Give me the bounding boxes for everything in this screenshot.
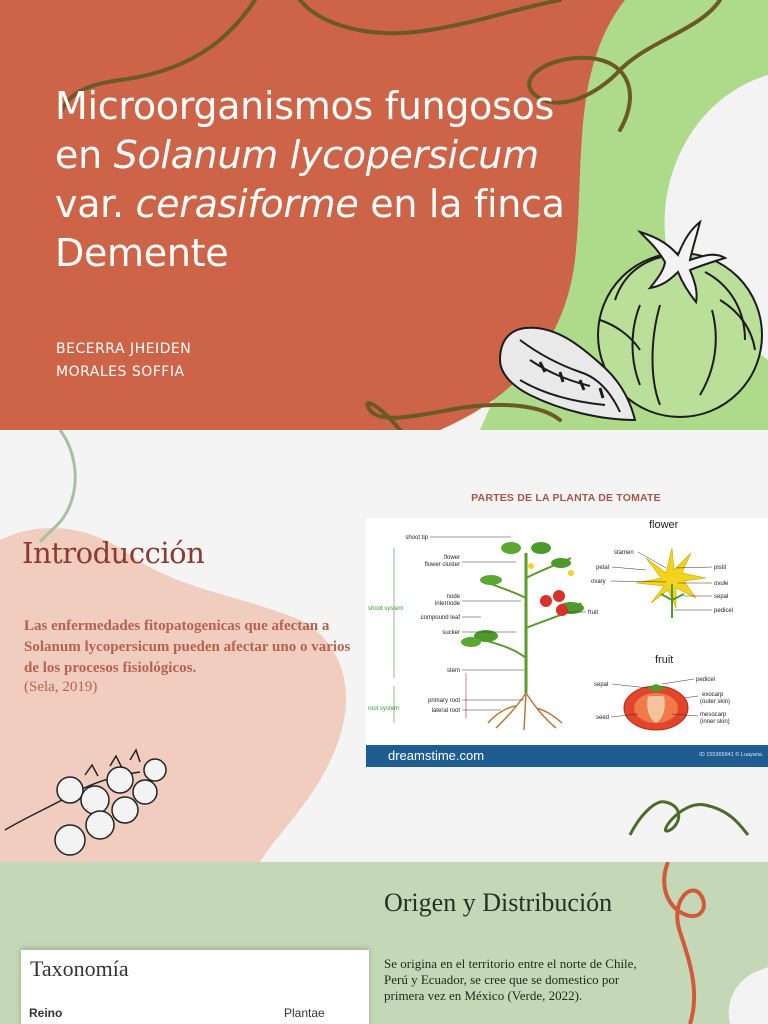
label-shoot-system: shoot system bbox=[368, 606, 403, 612]
label-inner-skin: (inner skin) bbox=[700, 719, 730, 725]
fruit-drawing bbox=[623, 684, 689, 731]
label-fruit-sepal: sepal bbox=[594, 682, 608, 688]
author-name: BECERRA JHEIDEN bbox=[56, 341, 192, 357]
label-shoot-tip: shoot tip bbox=[405, 535, 428, 541]
taxonomy-value: Plantae bbox=[284, 1006, 325, 1020]
title-italic-species: Solanum lycopersicum bbox=[113, 133, 539, 177]
introduction-citation: (Sela, 2019) bbox=[24, 679, 98, 695]
tomato-sketch-icon bbox=[498, 219, 763, 422]
label-flower-cluster: flower cluster bbox=[425, 562, 460, 568]
label-pistil: pistil bbox=[714, 565, 726, 571]
taxonomy-key: Reino bbox=[29, 1006, 63, 1020]
label-compound-leaf: compound leaf bbox=[421, 615, 461, 621]
cherry-tomato-sketch-icon bbox=[4, 748, 167, 856]
author-name: MORALES SOFFIA bbox=[56, 364, 185, 380]
label-mesocarp: mesocarp bbox=[700, 712, 727, 718]
watermark-logo: dreamstime.com bbox=[388, 748, 485, 763]
label-ovary: ovary bbox=[591, 579, 606, 585]
flower-title: flower bbox=[649, 519, 679, 531]
introduction-slide: Introducción Las enfermedades fitopatoge… bbox=[0, 430, 768, 862]
pink-blob bbox=[0, 528, 347, 862]
tomato-plant-diagram: shoot tip flower flower cluster node int… bbox=[366, 518, 768, 767]
image-id: ID 155365841 © Luayana bbox=[699, 752, 762, 758]
orange-squiggle bbox=[662, 862, 706, 1024]
label-exocarp: exocarp bbox=[702, 692, 724, 698]
label-seed: seed bbox=[596, 715, 609, 721]
title-italic-variety: cerasiforme bbox=[135, 182, 359, 226]
squiggle-line-bottom bbox=[365, 400, 562, 430]
origin-slide: Origen y Distribución Se origina en el t… bbox=[0, 862, 768, 1024]
origin-heading: Origen y Distribución bbox=[384, 888, 613, 917]
label-root-system: root system bbox=[368, 706, 399, 712]
taxonomy-card: Taxonomía Reino Plantae bbox=[21, 950, 369, 1024]
title-background bbox=[0, 0, 768, 430]
label-fruit-pedicel: pedicel bbox=[696, 677, 715, 683]
introduction-background bbox=[0, 430, 750, 862]
orange-blob bbox=[0, 0, 625, 430]
label-stamen: stamen bbox=[614, 550, 634, 556]
label-outer-skin: (outer skin) bbox=[700, 699, 730, 705]
label-stem: stem bbox=[447, 668, 460, 674]
origin-background bbox=[662, 862, 768, 1024]
label-sepal: sepal bbox=[714, 594, 728, 600]
label-flower: flower bbox=[444, 555, 460, 561]
fruit-title: fruit bbox=[655, 654, 673, 666]
taxonomy-heading: Taxonomía bbox=[30, 956, 129, 981]
label-internode: internode bbox=[435, 601, 461, 607]
label-petal: petal bbox=[596, 565, 609, 571]
dark-green-squiggle bbox=[628, 800, 750, 836]
page-title: Microorganismos fungosos en Solanum lyco… bbox=[55, 82, 575, 278]
title-slide: Microorganismos fungosos en Solanum lyco… bbox=[0, 0, 768, 430]
white-shape bbox=[728, 967, 768, 1024]
flower-drawing bbox=[635, 547, 707, 618]
watermark-bar: dreamstime.com ID 155365841 © Luayana bbox=[366, 745, 768, 767]
plant-diagram-svg: shoot tip flower flower cluster node int… bbox=[368, 519, 733, 731]
green-thin-line bbox=[38, 430, 77, 543]
label-pedicel: pedicel bbox=[714, 608, 733, 614]
plant-drawing bbox=[461, 542, 584, 731]
label-primary-root: primary root bbox=[428, 698, 460, 704]
label-node: node bbox=[447, 594, 461, 600]
label-fruit-on-plant: fruit bbox=[588, 610, 598, 616]
introduction-paragraph: Las enfermedades fitopatogenicas que afe… bbox=[24, 618, 351, 676]
title-text: Microorganismos fungosos en bbox=[55, 84, 555, 177]
label-lateral-root: lateral root bbox=[432, 708, 461, 714]
title-text: var. bbox=[55, 182, 136, 226]
label-sucker: sucker bbox=[442, 630, 460, 636]
label-ovule: ovule bbox=[714, 581, 729, 587]
title-text: en la finca Demente bbox=[55, 182, 565, 275]
introduction-heading: Introducción bbox=[22, 536, 205, 570]
diagram-heading: PARTES DE LA PLANTA DE TOMATE bbox=[471, 492, 661, 504]
squiggle-line bbox=[60, 0, 722, 132]
origin-paragraph: Se origina en el territorio entre el nor… bbox=[384, 956, 637, 1003]
